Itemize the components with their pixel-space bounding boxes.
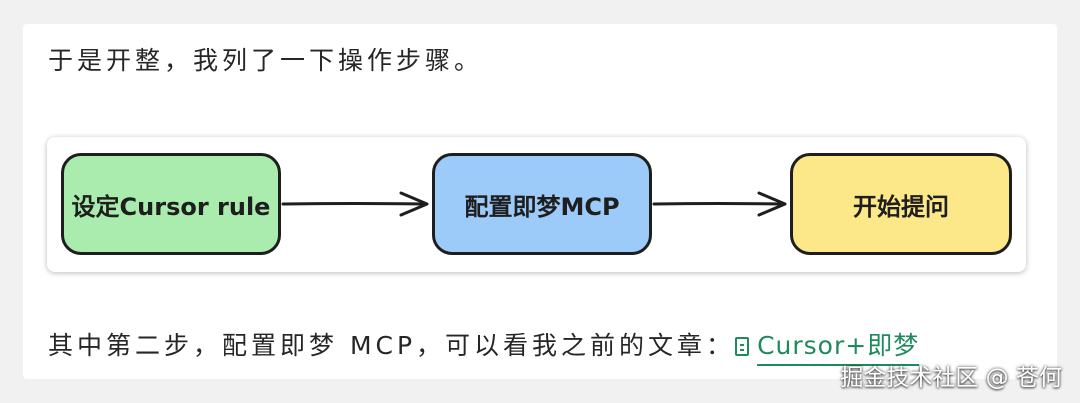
next-paragraph: 其中第二步，配置即梦 MCP，可以看我之前的文章： Cursor+即梦 xyxy=(48,333,919,358)
watermark: 掘金技术社区 @ 苍何 xyxy=(840,365,1062,391)
step-box-start-asking: 开始提问 xyxy=(790,153,1012,255)
document-icon xyxy=(735,337,750,356)
step-box-configure-mcp: 配置即梦MCP xyxy=(432,153,652,255)
intro-paragraph: 于是开整，我列了一下操作步骤。 xyxy=(48,46,484,75)
article-link-label: Cursor+即梦 xyxy=(757,331,920,360)
step-label: 设定Cursor rule xyxy=(71,192,271,221)
arrow-right-icon xyxy=(281,191,429,217)
article-card: 于是开整，我列了一下操作步骤。 设定Cursor rule 配置即梦MCP 开始… xyxy=(23,24,1057,379)
step-box-set-cursor-rule: 设定Cursor rule xyxy=(61,153,281,255)
step-label: 开始提问 xyxy=(853,192,949,221)
arrow-right-icon xyxy=(652,191,787,217)
flow-diagram: 设定Cursor rule 配置即梦MCP 开始提问 xyxy=(47,137,1026,272)
article-link[interactable]: Cursor+即梦 xyxy=(735,331,919,360)
next-paragraph-text: 其中第二步，配置即梦 MCP，可以看我之前的文章： xyxy=(48,331,736,360)
step-label: 配置即梦MCP xyxy=(464,192,620,221)
